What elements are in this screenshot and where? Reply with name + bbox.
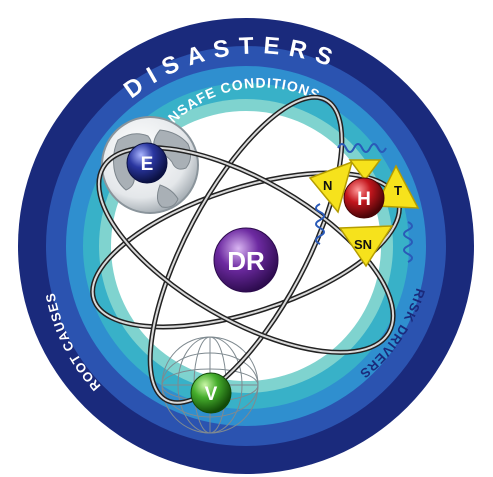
sn-label: SN bbox=[354, 237, 372, 252]
triangle-top bbox=[348, 159, 382, 182]
node-vulnerability: V bbox=[190, 372, 232, 414]
hazard-cluster: N T SN bbox=[308, 143, 420, 268]
spring-coils bbox=[315, 143, 413, 263]
hazard-label: H bbox=[357, 189, 371, 210]
triangle-t bbox=[374, 164, 420, 209]
triangle-n bbox=[308, 160, 354, 214]
node-disaster-risk: DR bbox=[213, 227, 279, 293]
vulnerability-label: V bbox=[205, 384, 218, 405]
t-label: T bbox=[394, 183, 402, 198]
n-label: N bbox=[323, 178, 332, 193]
exposure-label: E bbox=[141, 154, 154, 175]
triangle-sn bbox=[338, 225, 394, 268]
node-hazard: H bbox=[343, 177, 385, 219]
node-exposure: E bbox=[126, 142, 168, 184]
disaster-risk-label: DR bbox=[227, 246, 265, 276]
